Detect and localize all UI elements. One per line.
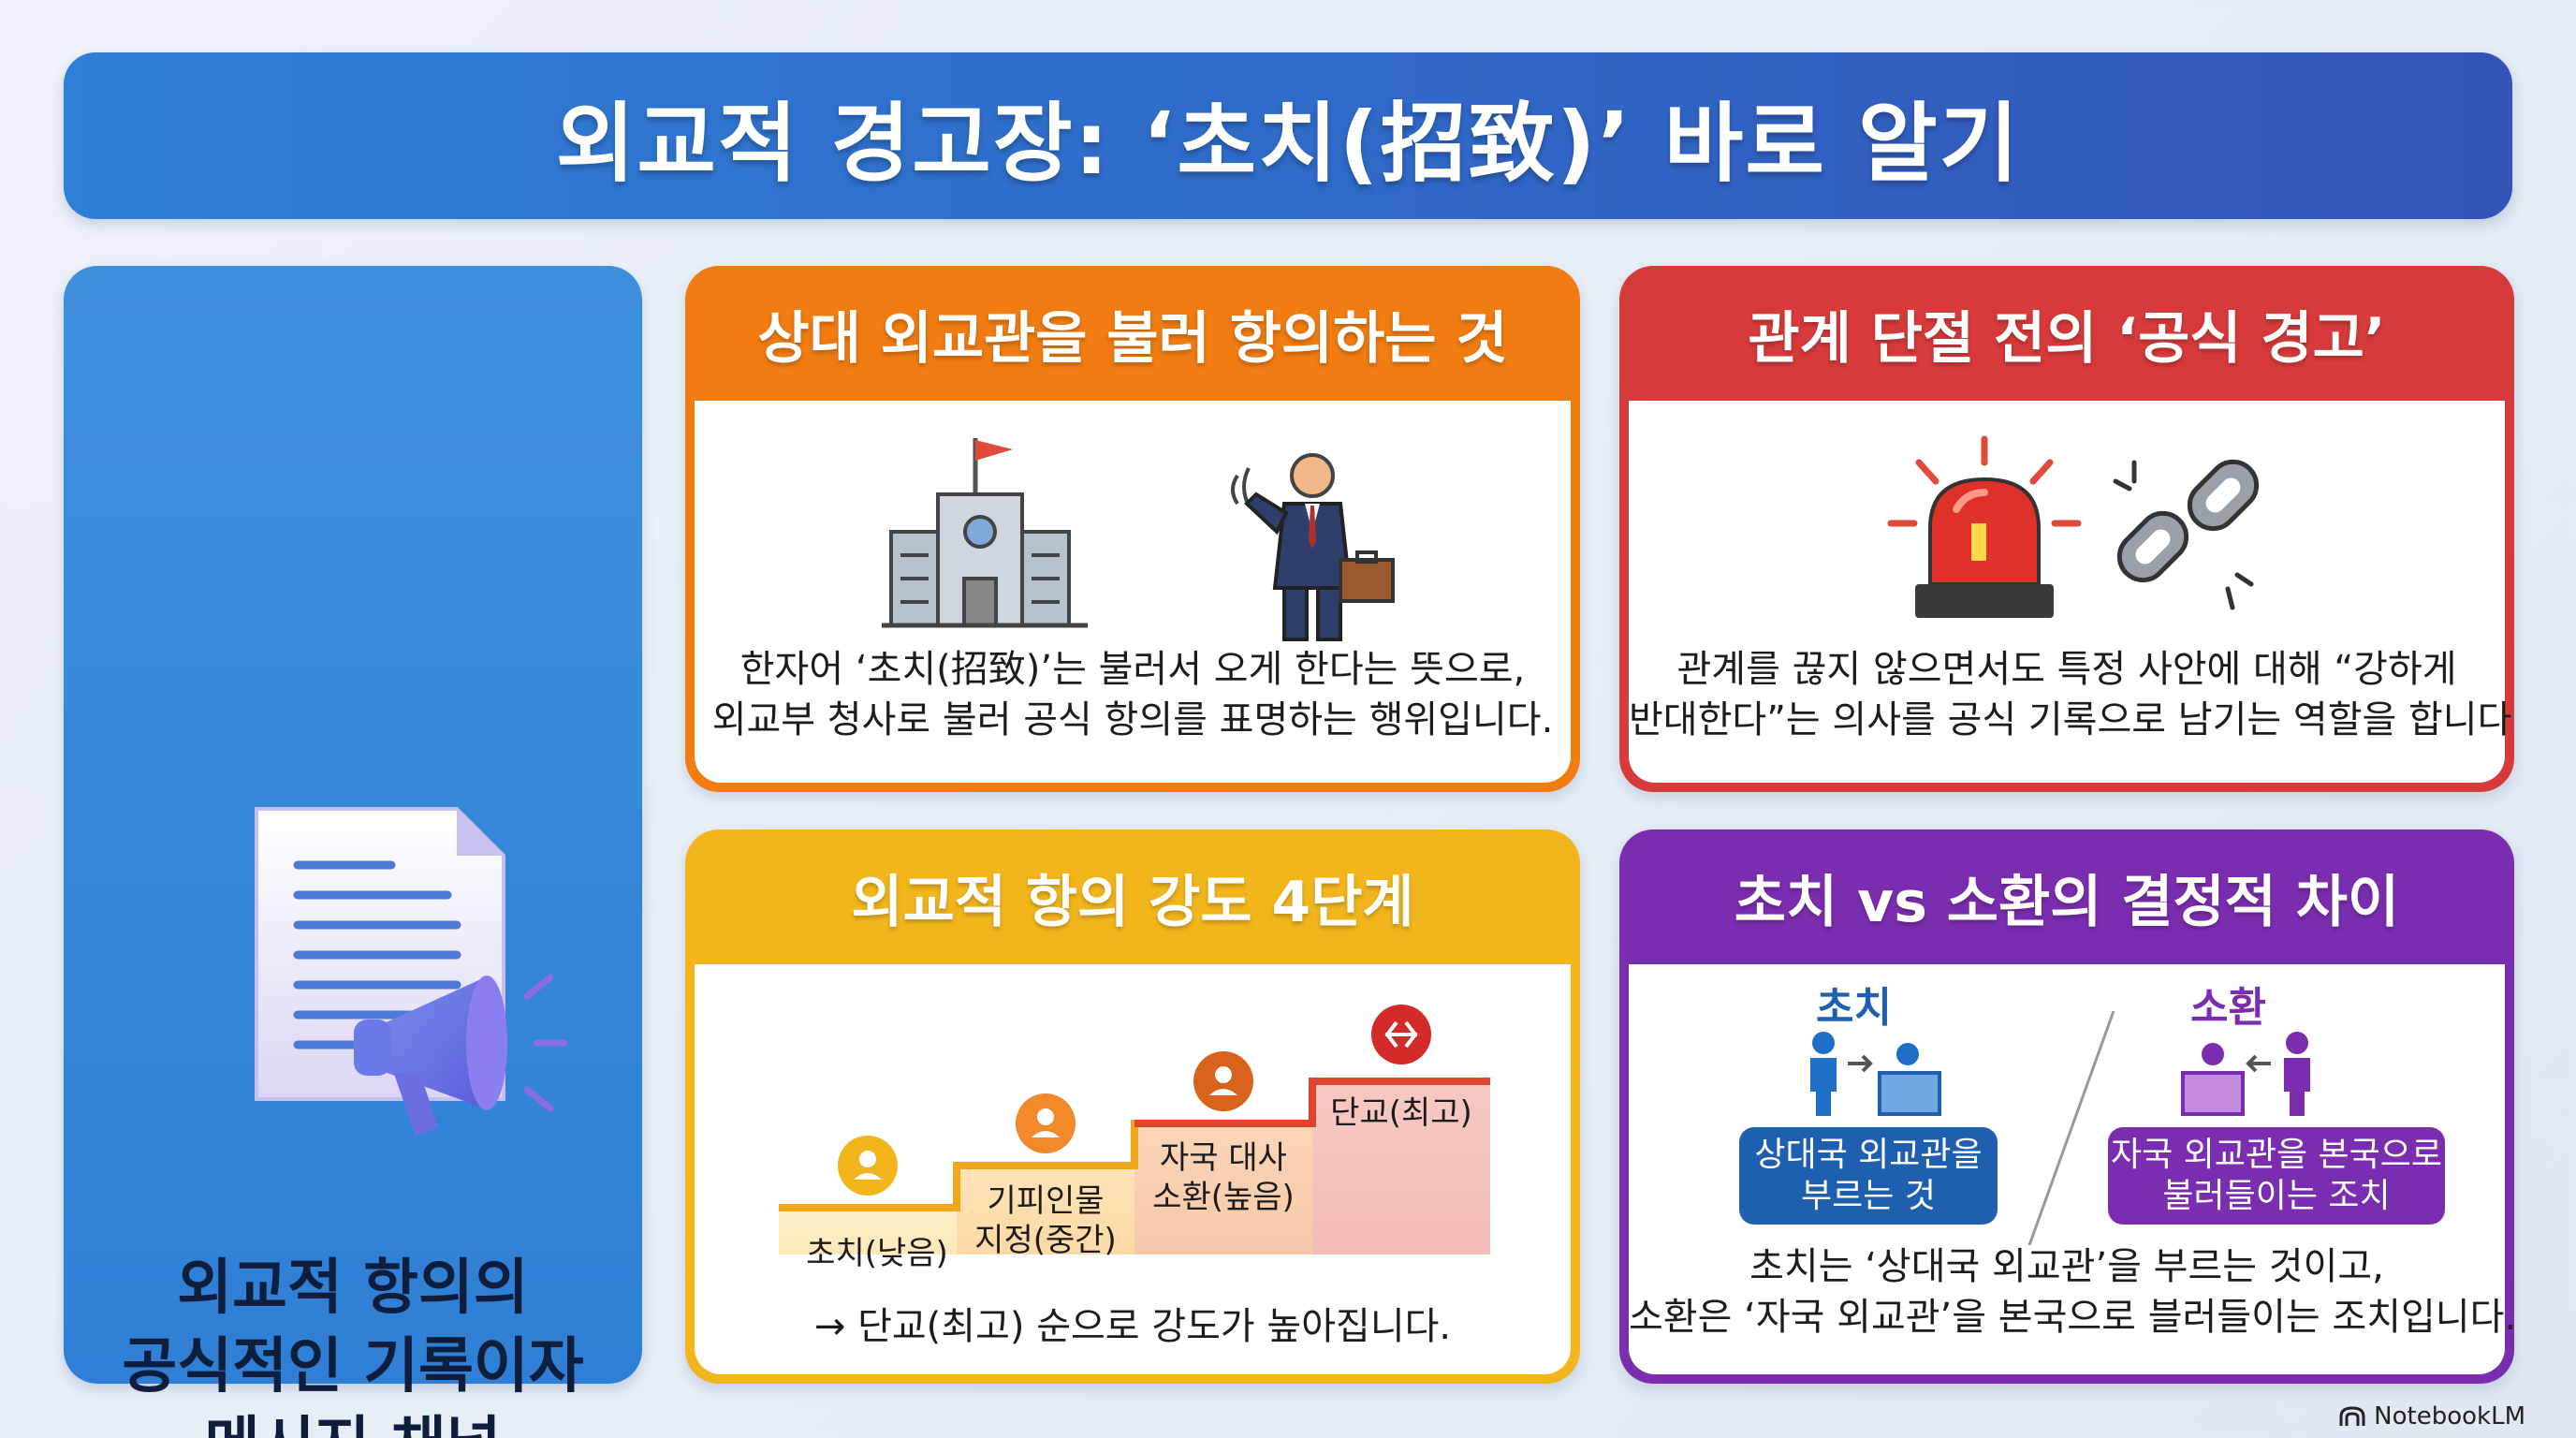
summon-foreign-diplomat-icon	[1810, 1032, 1941, 1116]
compare-left-title: 초치	[1816, 984, 1892, 1032]
step-icon-1	[838, 1136, 898, 1196]
card-intensity-header: 외교적 항의 강도 4단계	[851, 869, 1414, 935]
compare-left-box: 상대국 외교관을 부르는 것	[1739, 1127, 1998, 1225]
building-with-flag-icon	[882, 438, 1088, 628]
card-comparison-description: 초치는 ‘상대국 외교관’을 부르는 것이고, 소환은 ‘자국 외교관’을 본국…	[1629, 1241, 2514, 1343]
notebooklm-icon	[2339, 1406, 2365, 1426]
card-intensity-footer: → 단교(최고) 순으로 강도가 높아집니다.	[813, 1305, 1452, 1348]
step-icon-2	[1016, 1093, 1076, 1153]
desc-line: 초치는 ‘상대국 외교관’을 부르는 것이고,	[1749, 1245, 2384, 1288]
intensity-stairs	[779, 1005, 1490, 1255]
brand-name: NotebookLM	[2374, 1402, 2525, 1431]
compare-right-title: 소환	[2190, 984, 2266, 1032]
card-warning: 관계 단절 전의 ‘공식 경고’	[1619, 266, 2514, 792]
compare-divider	[2027, 1011, 2115, 1245]
desc-line: 관계를 끊지 않으면서도 특정 사안에 대해 “강하게	[1676, 648, 2457, 691]
step-bar	[1134, 1123, 1312, 1255]
left-panel-text: 외교적 항의의 공식적인 기록이자 메시지 채널	[64, 1249, 642, 1438]
desc-line: 한자어 ‘초치(招致)’는 불러서 오게 한다는 뜻으로,	[739, 648, 1526, 691]
card-definition-body: 한자어 ‘초치(招致)’는 불러서 오게 한다는 뜻으로, 외교부 청사로 불러…	[695, 401, 1571, 783]
card-comparison: 초치 vs 소환의 결정적 차이 초치 상대국 외교관을 부르는 것 소환 자국…	[1619, 829, 2514, 1384]
recall-own-diplomat-icon	[2181, 1032, 2310, 1116]
compare-right-box: 자국 외교관을 본국으로 불러들이는 조치	[2108, 1127, 2445, 1225]
left-line: 외교적 항의의	[177, 1254, 529, 1323]
card-definition-description: 한자어 ‘초치(招致)’는 불러서 오게 한다는 뜻으로, 외교부 청사로 불러…	[695, 644, 1571, 745]
step-label-3: 자국 대사 소환(높음)	[1152, 1139, 1295, 1216]
diplomat-with-briefcase-icon	[1231, 453, 1395, 641]
step-bar	[957, 1166, 1134, 1255]
step-icon-4	[1371, 1005, 1431, 1064]
step-label-2: 기피인물 지정(중간)	[974, 1182, 1117, 1259]
document-megaphone-icon	[176, 790, 625, 1187]
step-bar	[779, 1208, 957, 1255]
card-definition: 상대 외교관을 불러 항의하는 것	[685, 266, 1580, 792]
card-warning-header: 관계 단절 전의 ‘공식 경고’	[1748, 305, 2386, 372]
left-summary-panel: 외교적 항의의 공식적인 기록이자 메시지 채널	[64, 266, 642, 1438]
card-warning-body: 관계를 끊지 않으면서도 특정 사안에 대해 “강하게 반대한다”는 의사를 공…	[1629, 401, 2514, 783]
title-banner: 외교적 경고장: ‘초치(招致)’ 바로 알기	[64, 52, 2512, 219]
step-label-1: 초치(낮음)	[806, 1235, 948, 1272]
desc-line: 소환은 ‘자국 외교관’을 본국으로 블러들이는 조치입니다.	[1629, 1296, 2514, 1339]
card-warning-description: 관계를 끊지 않으면서도 특정 사안에 대해 “강하게 반대한다”는 의사를 공…	[1629, 644, 2514, 745]
page-title: 외교적 경고장: ‘초치(招致)’ 바로 알기	[555, 93, 2021, 194]
desc-line: 반대한다”는 의사를 공식 기록으로 남기는 역할을 합니다.	[1629, 698, 2514, 741]
step-bar	[1312, 1081, 1490, 1255]
card-definition-header: 상대 외교관을 불러 항의하는 것	[757, 305, 1508, 372]
siren-icon	[1887, 435, 2082, 618]
brand-logo: NotebookLM	[2338, 1402, 2525, 1431]
card-comparison-body: 초치 상대국 외교관을 부르는 것 소환 자국 외교관을 본국으로 불러들이는 …	[1629, 964, 2514, 1374]
card-intensity-steps: 외교적 항의 강도 4단계	[685, 829, 1580, 1384]
step-label-4: 단교(최고)	[1330, 1094, 1472, 1132]
card-intensity-body: 초치(낮음) 기피인물 지정(중간) 자국 대사 소환(높음) 단교(최고) →…	[695, 964, 1571, 1374]
left-line: 메시지 채널	[64, 1406, 642, 1438]
desc-line: 외교부 청사로 불러 공식 항의를 표명하는 행위입니다.	[711, 698, 1554, 741]
step-icon-3	[1193, 1051, 1253, 1111]
left-line: 공식적인 기록이자	[122, 1332, 584, 1401]
broken-chain-icon	[2113, 459, 2260, 610]
card-comparison-header: 초치 vs 소환의 결정적 차이	[1734, 869, 2400, 935]
